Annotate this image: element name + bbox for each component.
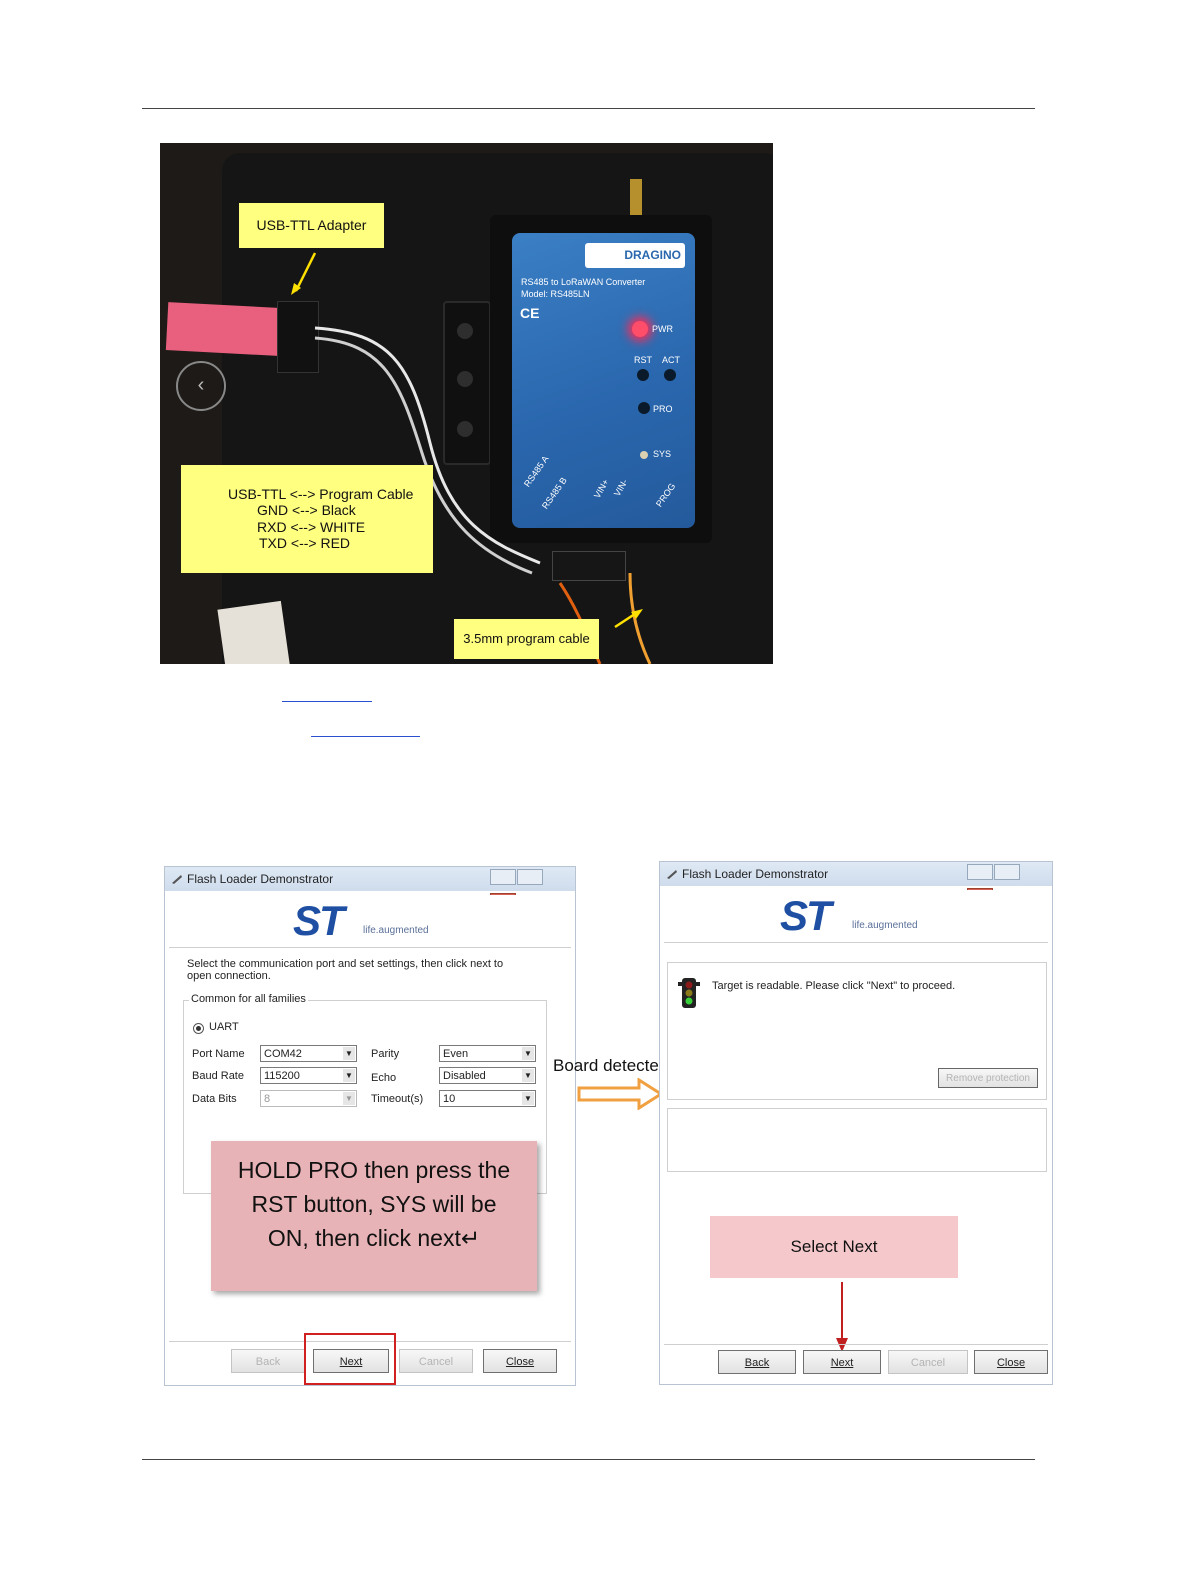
app-icon: [172, 875, 182, 884]
pro-label: PRO: [653, 404, 673, 414]
select-next-note: Select Next: [710, 1216, 958, 1278]
hold-pro-note: HOLD PRO then press the RST button, SYS …: [211, 1141, 537, 1291]
antenna: [630, 179, 642, 221]
button-row-divider: [664, 1344, 1048, 1345]
down-arrow-icon: [836, 1282, 848, 1352]
traffic-light-icon: [678, 978, 700, 1008]
board-detected-label: Board detected↵: [553, 1056, 683, 1075]
note-line-3: ON, then click next↵: [267, 1225, 481, 1251]
device-wiring-photo: DRAGINO www.dragino.com RS485 to LoRaWAN…: [160, 143, 773, 664]
device-site: www.dragino.com: [630, 261, 678, 267]
back-button[interactable]: Back: [718, 1350, 796, 1374]
dragino-logo: DRAGINO: [585, 243, 685, 268]
instruction-text: Select the communication port and set se…: [187, 958, 504, 982]
wiring-line-2: GND <--> Black: [257, 502, 356, 518]
st-brand-banner: ST life.augmented: [169, 895, 571, 948]
timeout-select[interactable]: 10▼: [439, 1090, 536, 1107]
rst-button: [637, 369, 649, 381]
callout-wiring: USB-TTL <--> Program Cable GND <--> Blac…: [181, 465, 433, 573]
pro-button: [638, 402, 650, 414]
window-buttons: [966, 864, 1046, 904]
next-button[interactable]: Next: [313, 1349, 389, 1373]
right-arrow-icon: [577, 1078, 664, 1110]
timeout-label: Timeout(s): [371, 1093, 424, 1105]
maximize-icon[interactable]: [517, 869, 543, 885]
rst-label: RST: [634, 355, 652, 365]
remove-protection-button[interactable]: Remove protection: [938, 1068, 1038, 1088]
link-underline-2[interactable]: [311, 736, 420, 737]
flash-loader-dialog-left: Flash Loader Demonstrator ST life.augmen…: [164, 866, 576, 1386]
terminal-block: [552, 551, 626, 581]
footer-rule: [142, 1459, 1035, 1460]
baud-rate-label: Baud Rate: [192, 1070, 244, 1082]
button-row-divider: [169, 1341, 571, 1342]
dialog-titlebar: Flash Loader Demonstrator: [165, 867, 575, 909]
device-model: Model: RS485LN: [521, 289, 590, 299]
pwr-label: PWR: [652, 324, 673, 334]
uart-radio[interactable]: [193, 1023, 204, 1034]
uart-label: UART: [209, 1021, 239, 1033]
maximize-icon[interactable]: [994, 864, 1020, 880]
wiring-line-4: TXD <--> RED: [259, 535, 351, 551]
link-underline-1[interactable]: [282, 701, 372, 702]
parity-select[interactable]: Even▼: [439, 1045, 536, 1062]
cancel-button[interactable]: Cancel: [888, 1350, 968, 1374]
chevron-down-icon: ▼: [343, 1092, 355, 1105]
st-logo: ST: [780, 892, 832, 939]
note-line-2: RST button, SYS will be: [251, 1191, 497, 1217]
next-button[interactable]: Next: [803, 1350, 881, 1374]
back-button[interactable]: Back: [231, 1349, 305, 1373]
group-label: Common for all families: [189, 993, 308, 1005]
port-name-label: Port Name: [192, 1048, 245, 1060]
next-highlight-frame: [304, 1333, 396, 1385]
ce-mark: CE: [520, 305, 540, 321]
callout-35mm: 3.5mm program cable: [454, 619, 599, 659]
st-logo: ST: [293, 897, 345, 944]
dialog-titlebar: Flash Loader Demonstrator: [660, 862, 1052, 904]
sys-led: [640, 451, 648, 459]
echo-select[interactable]: Disabled▼: [439, 1067, 536, 1084]
flash-loader-dialog-right: Flash Loader Demonstrator ST life.augmen…: [659, 861, 1053, 1385]
act-led: [664, 369, 676, 381]
chevron-down-icon: ▼: [343, 1047, 355, 1060]
window-buttons: [489, 869, 569, 909]
pwr-led: [632, 321, 648, 337]
act-label: ACT: [662, 355, 680, 365]
sys-label: SYS: [653, 449, 672, 459]
wiring-line-3: RXD <--> WHITE: [257, 519, 366, 535]
chevron-down-icon: ▼: [522, 1092, 534, 1105]
minimize-icon[interactable]: [490, 869, 516, 885]
chevron-down-icon: ▼: [522, 1069, 534, 1082]
status-group: [667, 962, 1047, 1100]
data-bits-label: Data Bits: [192, 1093, 237, 1105]
st-tagline: life.augmented: [363, 925, 429, 936]
close-button[interactable]: Close: [483, 1349, 557, 1373]
chevron-down-icon: ▼: [522, 1047, 534, 1060]
device-title: RS485 to LoRaWAN Converter: [521, 277, 646, 287]
st-brand-banner: ST life.augmented: [664, 890, 1048, 943]
mounting-bracket: [443, 301, 491, 465]
cancel-button[interactable]: Cancel: [399, 1349, 473, 1373]
wiring-line-1: USB-TTL <--> Program Cable: [228, 486, 414, 502]
note-line-1: HOLD PRO then press the: [237, 1157, 511, 1183]
port-name-select[interactable]: COM42▼: [260, 1045, 357, 1062]
st-tagline: life.augmented: [852, 920, 918, 931]
parity-label: Parity: [371, 1048, 400, 1060]
echo-label: Echo: [371, 1072, 397, 1084]
status-text: Target is readable. Please click "Next" …: [712, 980, 956, 992]
minimize-icon[interactable]: [967, 864, 993, 880]
dialog-title: Flash Loader Demonstrator: [187, 872, 334, 886]
header-rule: [142, 108, 1035, 109]
dialog-title: Flash Loader Demonstrator: [682, 867, 829, 881]
carousel-prev-icon[interactable]: ‹: [176, 361, 226, 411]
device-front-panel: [512, 233, 695, 528]
chevron-down-icon: ▼: [343, 1069, 355, 1082]
data-bits-select[interactable]: 8▼: [260, 1090, 357, 1107]
app-icon: [667, 870, 677, 879]
close-button[interactable]: Close: [974, 1350, 1048, 1374]
log-group: [667, 1108, 1047, 1172]
callout-usb-ttl: USB-TTL Adapter: [239, 203, 384, 248]
baud-rate-select[interactable]: 115200▼: [260, 1067, 357, 1084]
